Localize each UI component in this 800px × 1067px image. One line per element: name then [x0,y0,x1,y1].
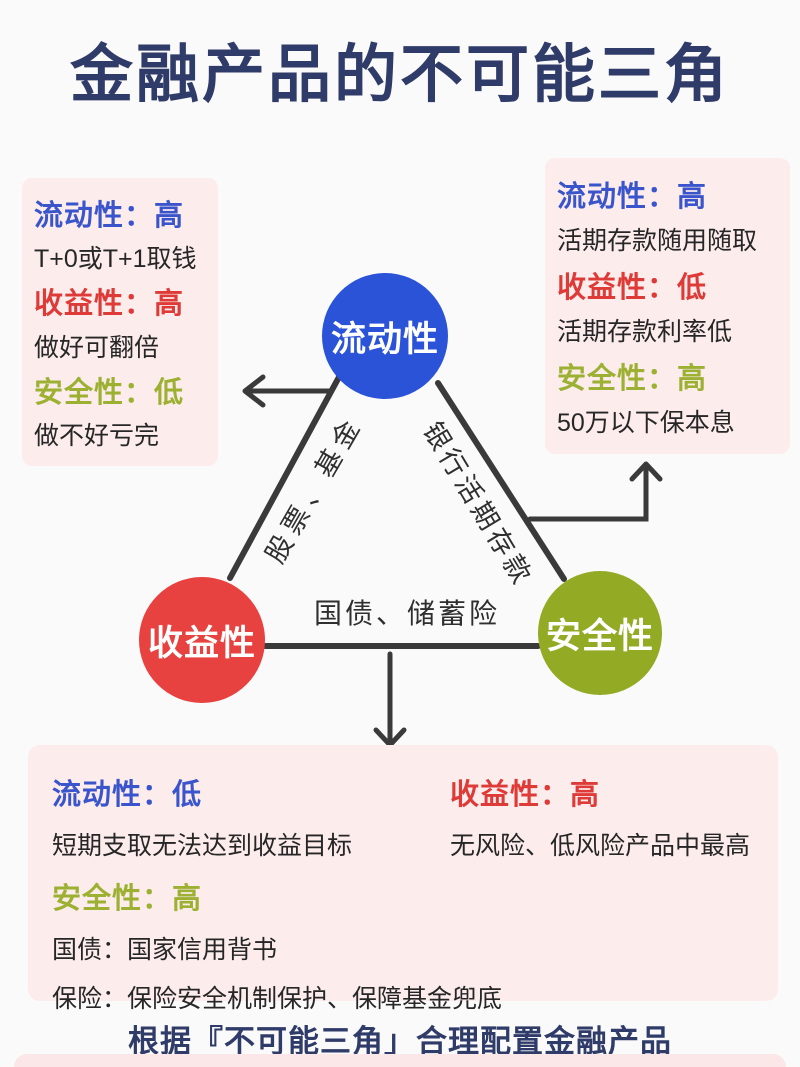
insurance-note: 保险：保险安全机制保护、保障基金兜底 [52,985,503,1013]
arrow-up-icon [527,461,663,522]
footer-note: 根据『不可能三角」合理配置金融产品 [128,1024,672,1059]
node-safety: 安全性 [538,571,662,695]
profit-note: 活期存款利率低 [557,318,733,347]
node-liquidity-label: 流动性 [330,319,439,359]
liquidity-rating: 流动性：高 [557,181,708,213]
profit-rating: 收益性：高 [34,288,185,321]
card-bank-deposit: 流动性：高 活期存款随用随取 收益性：低 活期存款利率低 安全性：高 50万以下… [545,158,790,454]
node-safety-label: 安全性 [545,616,654,656]
node-liquidity: 流动性 [322,273,448,399]
safety-note: 50万以下保本息 [557,408,735,437]
page-title: 金融产品的不可能三角 [70,40,730,110]
safety-rating: 安全性：高 [557,362,708,395]
liquidity-note: T+0或T+1取钱 [34,245,197,274]
liquidity-rating: 流动性：低 [52,779,203,811]
edge-label-bonds-insurance: 国债、储蓄险 [313,598,501,629]
card-stocks-funds: 流动性：高 T+0或T+1取钱 收益性：高 做好可翻倍 安全性：低 做不好亏完 [22,178,218,466]
safety-rating: 安全性：低 [34,376,185,409]
next-card-peek [14,1054,786,1067]
liquidity-note: 活期存款随用随取 [557,227,758,256]
bond-note: 国债：国家信用背书 [52,936,278,964]
card-bonds-insurance: 流动性：低 短期支取无法达到收益目标 收益性：高 无风险、低风险产品中最高 安全… [28,745,778,1013]
arrow-left-icon [242,374,333,408]
safety-rating: 安全性：高 [52,883,203,915]
edge-label-bank-deposit: 银行活期存款 [417,416,539,592]
safety-note: 做不好亏完 [34,421,160,450]
arrow-down-icon [373,651,407,748]
liquidity-column: 流动性：低 短期支取无法达到收益目标 [52,771,450,862]
liquidity-note: 短期支取无法达到收益目标 [52,832,353,860]
node-profitability-label: 收益性 [147,623,256,663]
profit-column: 收益性：高 无风险、低风险产品中最高 [450,771,758,862]
edge-label-stocks-funds: 股票、基金 [259,410,369,569]
profit-rating: 收益性：低 [557,271,708,304]
liquidity-rating: 流动性：高 [34,200,185,232]
node-profitability: 收益性 [139,577,265,703]
profit-note: 做好可翻倍 [34,333,160,362]
ratings-columns: 流动性：低 短期支取无法达到收益目标 收益性：高 无风险、低风险产品中最高 [52,771,758,862]
profit-note: 无风险、低风险产品中最高 [450,832,751,860]
profit-rating: 收益性：高 [450,779,601,811]
